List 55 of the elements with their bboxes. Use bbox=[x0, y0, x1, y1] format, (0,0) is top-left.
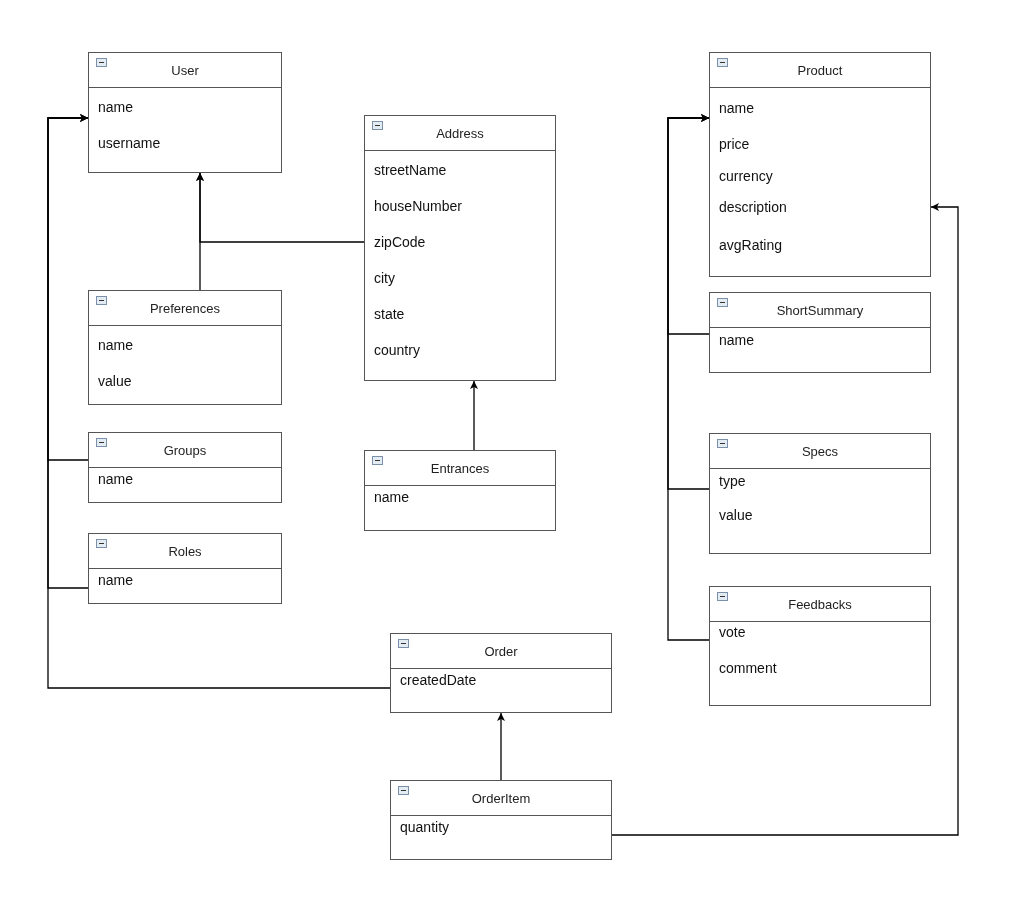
class-name: Specs bbox=[801, 444, 839, 459]
arrow bbox=[196, 172, 365, 243]
attribute-name: streetName bbox=[374, 162, 447, 178]
class-box bbox=[709, 52, 931, 277]
attribute-name: comment bbox=[719, 660, 777, 676]
class-name: Entrances bbox=[430, 461, 490, 476]
class-name: OrderItem bbox=[471, 791, 531, 806]
class-box bbox=[88, 533, 282, 604]
class-name: Product bbox=[797, 63, 843, 78]
attribute-name: name bbox=[98, 99, 134, 115]
class-name: User bbox=[171, 63, 199, 78]
class-box bbox=[390, 633, 612, 713]
attribute-name: name bbox=[98, 471, 134, 487]
attribute-name: avgRating bbox=[719, 237, 783, 253]
class-box bbox=[364, 115, 556, 381]
class-box bbox=[390, 780, 612, 860]
class-box bbox=[88, 290, 282, 405]
attribute-name: value bbox=[98, 373, 132, 389]
attribute-name: name bbox=[719, 100, 755, 116]
class-name: ShortSummary bbox=[776, 303, 864, 318]
class-box bbox=[709, 433, 931, 554]
attribute-name: name bbox=[719, 332, 755, 348]
attribute-name: value bbox=[719, 507, 753, 523]
attribute-name: country bbox=[374, 342, 420, 358]
attribute-name: state bbox=[374, 306, 405, 322]
attribute-name: type bbox=[719, 473, 746, 489]
attribute-name: currency bbox=[719, 168, 773, 184]
attribute-name: zipCode bbox=[374, 234, 426, 250]
arrow bbox=[611, 203, 959, 836]
class-name: Preferences bbox=[149, 301, 221, 316]
attribute-name: name bbox=[98, 337, 134, 353]
attribute-name: username bbox=[98, 135, 161, 151]
class-box bbox=[88, 52, 282, 173]
attribute-name: price bbox=[719, 136, 750, 152]
arrow bbox=[497, 712, 505, 781]
class-name: Feedbacks bbox=[788, 597, 852, 612]
attribute-name: name bbox=[98, 572, 134, 588]
class-box bbox=[364, 450, 556, 531]
attribute-name: createdDate bbox=[400, 672, 477, 688]
attribute-name: quantity bbox=[400, 819, 450, 835]
class-box bbox=[88, 432, 282, 503]
attribute-name: description bbox=[719, 199, 787, 215]
attribute-name: city bbox=[374, 270, 395, 286]
class-box bbox=[709, 292, 931, 373]
arrow bbox=[667, 114, 710, 641]
arrow bbox=[470, 380, 478, 451]
class-name: Address bbox=[436, 126, 484, 141]
attribute-name: vote bbox=[719, 624, 746, 640]
class-name: Roles bbox=[168, 544, 202, 559]
attribute-name: houseNumber bbox=[374, 198, 462, 214]
arrow bbox=[47, 114, 391, 689]
class-name: Order bbox=[484, 644, 518, 659]
class-name: Groups bbox=[163, 443, 207, 458]
class-box bbox=[709, 586, 931, 706]
attribute-name: name bbox=[374, 489, 410, 505]
